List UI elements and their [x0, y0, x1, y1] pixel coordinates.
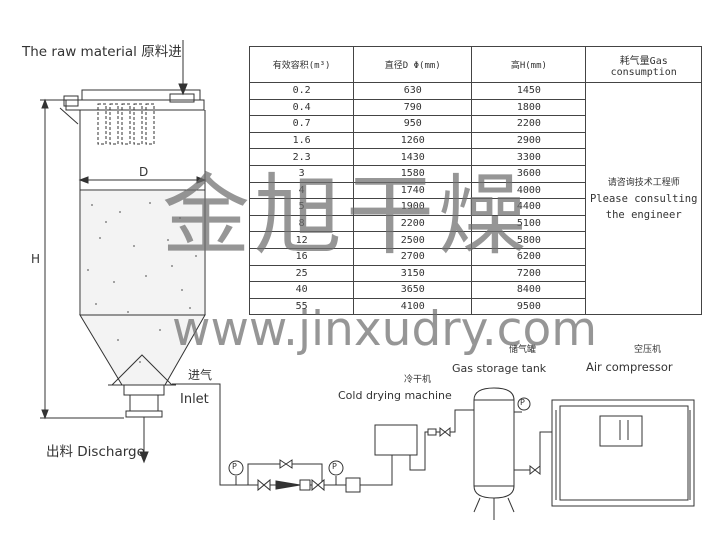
silo-top-flange — [65, 99, 205, 111]
dimension-d-label: D — [139, 165, 149, 179]
table-header-row: 有效容积(m³) 直径D Φ(mm) 高H(mm) 耗气量Gas consump… — [248, 46, 702, 83]
pressure-gauge-2 — [328, 460, 344, 476]
filter-element — [299, 479, 311, 491]
discharge-flange — [123, 384, 165, 396]
inlet-cn-label: 进气 — [188, 368, 213, 382]
gas-tank-en-label: Gas storage tank — [452, 362, 547, 375]
cell-height: 9500 — [471, 297, 587, 316]
filter-bag — [109, 103, 119, 145]
aeration-cone — [111, 354, 173, 386]
pipe-to-dryer — [360, 455, 393, 486]
cell-height: 1450 — [471, 82, 587, 100]
header-height: 高H(mm) — [471, 46, 587, 83]
cell-height: 2200 — [471, 115, 587, 133]
brand-watermark: 金旭干燥 — [162, 164, 531, 267]
cell-volume: 0.4 — [248, 98, 355, 117]
gas-note-cn: 请咨询技术工程师 — [607, 177, 680, 188]
air-compressor-outer — [551, 399, 695, 507]
filter-bag — [133, 103, 143, 145]
cell-height: 1800 — [471, 98, 587, 117]
feed-arrow-head — [178, 83, 188, 96]
url-watermark: www.jinxudry.com — [172, 302, 598, 357]
cell-diameter: 790 — [353, 98, 473, 117]
cell-volume: 0.2 — [248, 82, 355, 100]
gauge-label-2: P — [332, 462, 337, 471]
material-texture — [87, 202, 197, 363]
cell-volume: 40 — [248, 281, 355, 299]
cell-diameter: 950 — [353, 115, 473, 133]
spec-table: 有效容积(m³) 直径D Φ(mm) 高H(mm) 耗气量Gas consump… — [248, 46, 702, 316]
raw-material-label: The raw material 原料进 — [22, 44, 182, 60]
tank-pressure-gauge — [517, 397, 531, 411]
air-compressor-inner — [559, 405, 689, 501]
cold-dryer-box — [374, 424, 418, 456]
table-row: 0.2 630 1450 请咨询技术工程师 Please consulting … — [248, 81, 702, 316]
gauge-label-3: P — [520, 398, 525, 407]
pipe-tank-to-compressor — [514, 431, 552, 471]
cell-diameter: 630 — [353, 82, 473, 100]
cold-dryer-cn-label: 冷干机 — [404, 375, 432, 385]
discharge-outlet — [125, 410, 163, 418]
material-fill — [81, 191, 204, 315]
compressor-en-label: Air compressor — [586, 360, 673, 374]
inline-valve-2 — [311, 478, 325, 492]
cell-height: 8400 — [471, 281, 587, 299]
feed-valve — [169, 93, 195, 103]
discharge-valve — [129, 394, 159, 412]
gas-tank-cn-label: 储气罐 — [509, 345, 537, 355]
header-volume: 有效容积(m³) — [248, 46, 355, 83]
inlet-en-label: Inlet — [180, 392, 209, 407]
pressure-gauge-1 — [228, 460, 244, 476]
cell-volume: 0.7 — [248, 115, 355, 133]
vent-valve — [63, 95, 79, 107]
bypass-valve — [279, 459, 293, 469]
inlet-pipe — [172, 383, 232, 486]
filter-bag — [121, 103, 131, 145]
cold-dryer-en-label: Cold drying machine — [338, 389, 452, 402]
regulator — [345, 477, 361, 493]
header-gas: 耗气量Gas consumption — [585, 46, 702, 83]
cell-volume: 55 — [248, 297, 355, 316]
filter-bag — [97, 103, 107, 145]
header-diameter: 直径D Φ(mm) — [353, 46, 473, 83]
inline-valve-1 — [257, 478, 271, 492]
dimension-h-label: H — [31, 252, 41, 266]
gas-note-en: Please consulting the engineer — [589, 192, 698, 221]
gas-consumption-note: 请咨询技术工程师 Please consulting the engineer — [585, 81, 702, 316]
compressor-cn-label: 空压机 — [634, 345, 662, 355]
support-bracket — [59, 107, 79, 125]
discharge-label: 出料 Discharge — [46, 444, 145, 460]
cell-diameter: 3650 — [353, 281, 473, 299]
filter-bag — [145, 103, 155, 145]
pipe-dryer-to-tank — [409, 409, 474, 471]
compressor-panel — [599, 415, 643, 447]
gauge-label-1: P — [232, 462, 237, 471]
check-valve — [275, 480, 301, 490]
gas-tank — [473, 387, 515, 499]
